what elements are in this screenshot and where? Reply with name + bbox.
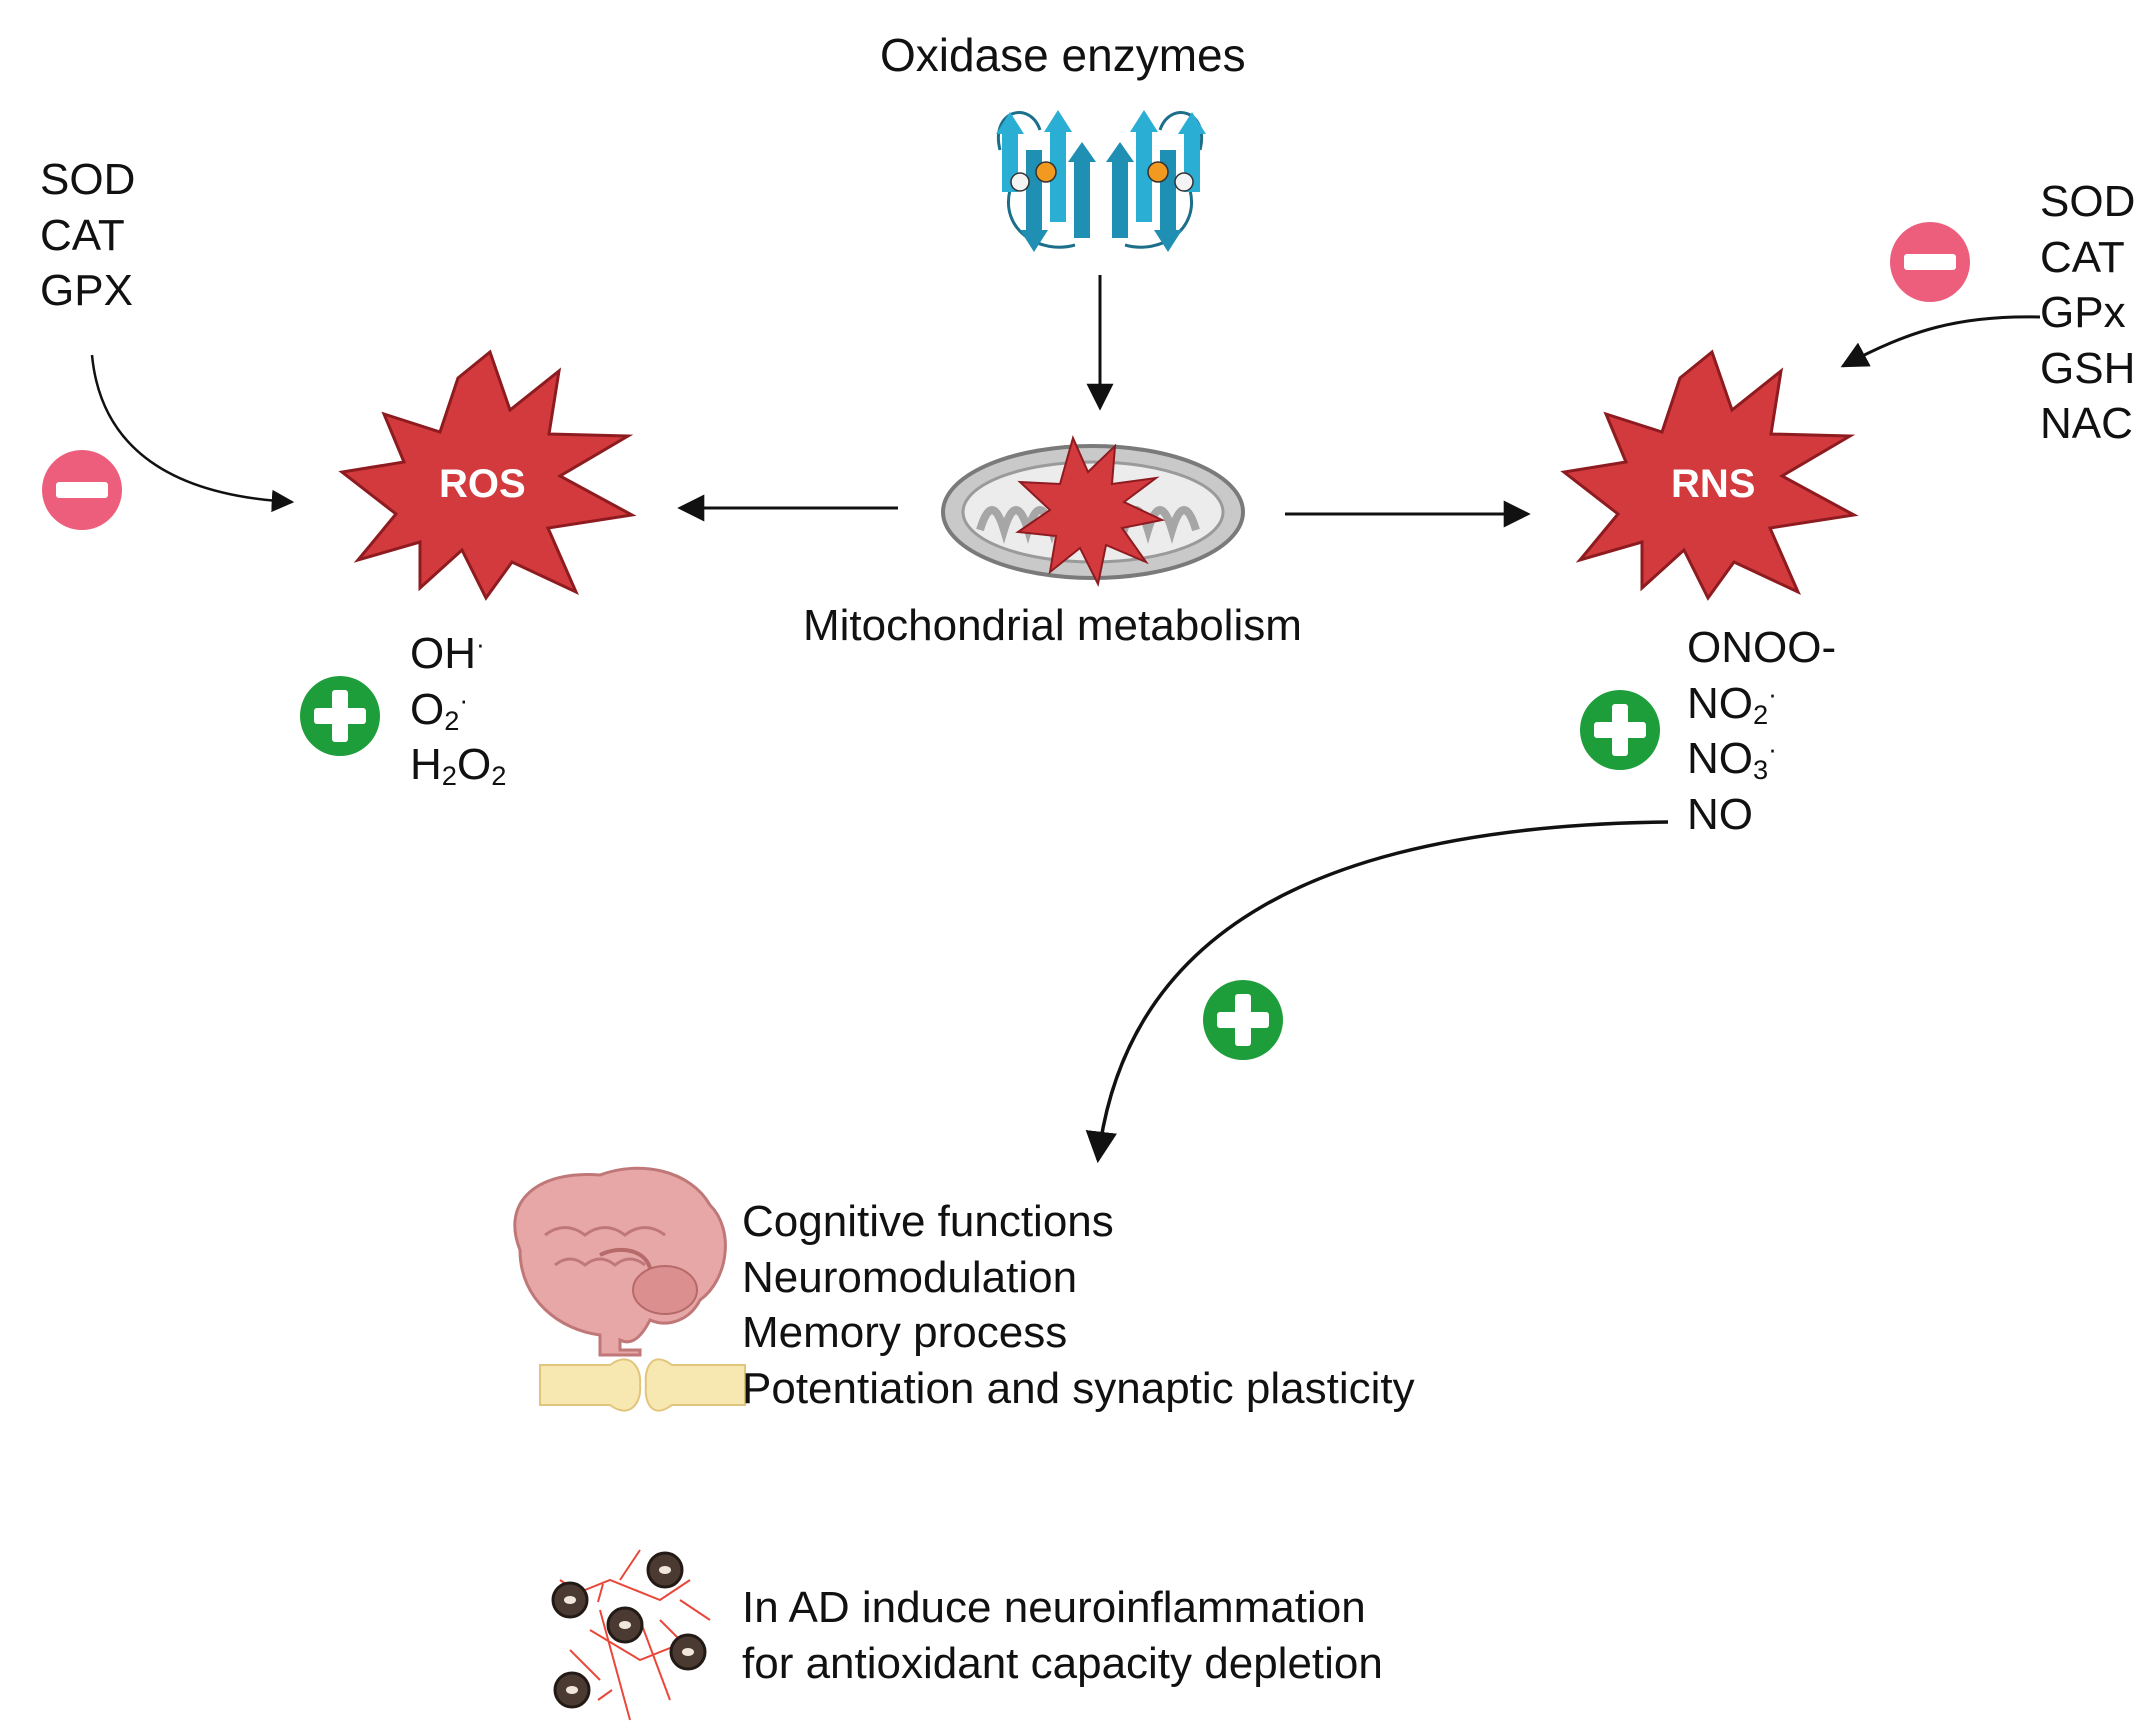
arrow-inhibitors-to-rns [1840,315,2041,368]
oxidase-enzyme-icon [996,110,1206,252]
ros-inhibitor-list: SOD CAT GPX [40,152,135,319]
arrow-inhibitors-to-ros [90,354,295,513]
ros-species-o2: O2· [410,684,469,736]
ros-inhibitor: SOD [40,155,136,204]
rns-starburst-icon [1560,349,1859,601]
ros-starburst-icon [338,349,637,601]
rns-species-list: ONOO- NO2· NO3· NO [1687,620,1836,842]
effect-item: Cognitive functions [742,1197,1114,1246]
mitochondrial-metabolism-label: Mitochondrial metabolism [803,601,1302,650]
arrow-rns-to-effects [1085,820,1669,1164]
rns-species-no3: NO3· [1687,734,1777,785]
ros-species-h2o2: H2O2 [410,740,507,791]
plus-circle-icon [300,676,380,756]
effects-list: Cognitive functions Neuromodulation Memo… [742,1194,1415,1416]
rns-label: RNS [1671,462,1756,506]
rns-species-onoo: ONOO- [1687,623,1837,672]
ros-inhibitor: GPX [40,266,133,315]
ros-species-oh: OH· [410,629,485,678]
diagram-title: Oxidase enzymes [880,29,1246,81]
ros-species-list: OH· O2· H2O2 [410,626,506,793]
plus-circle-icon [1580,690,1660,770]
minus-circle-icon [42,450,122,530]
rns-inhibitor: NAC [2040,399,2133,448]
effect-item: Memory process [742,1308,1068,1357]
ad-effects-list: In AD induce neuroinflammation for antio… [742,1580,1383,1691]
rns-species-no: NO [1687,789,1753,839]
microglia-cell [551,1551,707,1709]
plus-circle-icon [1203,980,1283,1060]
rns-inhibitor: CAT [2040,232,2125,282]
rns-inhibitor: GPx [2040,288,2126,337]
rns-inhibitor: SOD [2040,177,2136,226]
ad-effect-item: for antioxidant capacity depletion [742,1638,1383,1688]
brain-icon [513,1166,727,1357]
ros-label: ROS [439,462,526,506]
minus-circle-icon [1890,222,1970,302]
mitochondrion-icon [941,435,1245,588]
ad-effect-item: In AD induce neuroinflammation [742,1583,1366,1632]
rns-inhibitor: GSH [2040,343,2136,393]
effect-item: Potentiation and synaptic plasticity [742,1363,1415,1413]
ros-inhibitor: CAT [40,210,125,260]
effect-item: Neuromodulation [742,1252,1078,1302]
synapse-icon [539,1358,746,1412]
starburst-icon [1015,435,1166,588]
rns-inhibitor-list: SOD CAT GPx GSH NAC [2040,174,2135,452]
rns-species-no2: NO2· [1687,678,1777,730]
